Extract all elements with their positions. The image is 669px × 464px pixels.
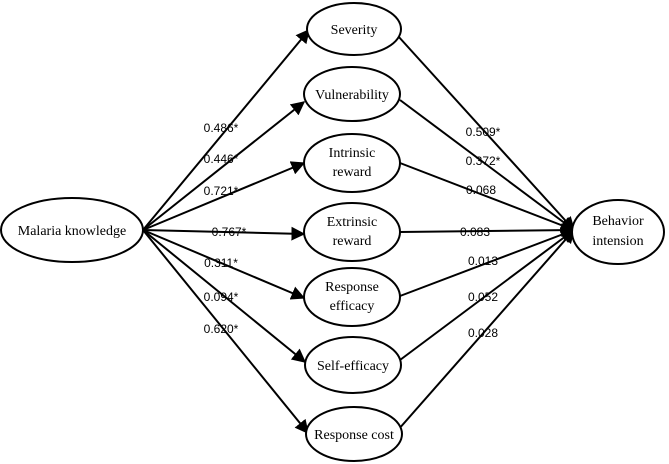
- edge-knowledge-self-efficacy: [142, 229, 307, 363]
- edge-knowledge-response-efficacy: [142, 229, 306, 300]
- node-intrinsic-reward-label-2: reward: [333, 165, 372, 180]
- node-response-efficacy-label-2: efficacy: [330, 299, 375, 314]
- coefficients-to-behavior: 0.509* 0.372* 0.068 0.083 0.013 0.052 0.…: [460, 125, 501, 340]
- coef-severity-behavior: 0.509*: [466, 125, 501, 139]
- edge-knowledge-response-cost: [142, 229, 309, 435]
- node-vulnerability: Vulnerability: [303, 66, 401, 122]
- node-extrinsic-reward-ellipse: [303, 202, 401, 262]
- edge-severity-behavior: [397, 35, 575, 232]
- node-response-cost: Response cost: [305, 406, 403, 462]
- node-vulnerability-ellipse: [303, 66, 401, 122]
- node-intrinsic-reward-ellipse: [303, 133, 401, 193]
- node-response-efficacy: Response efficacy: [303, 267, 401, 327]
- coef-extrinsic-behavior: 0.083: [460, 225, 490, 239]
- edge-self-efficacy-behavior: [399, 229, 576, 361]
- coef-knowledge-extrinsic: 0.767*: [212, 225, 247, 239]
- coef-response-cost-behavior: 0.028: [468, 326, 498, 340]
- node-extrinsic-reward-label-2: reward: [333, 234, 372, 249]
- coef-intrinsic-behavior: 0.068: [466, 183, 496, 197]
- node-response-efficacy-ellipse: [303, 267, 401, 327]
- edge-response-efficacy-behavior: [399, 227, 576, 297]
- node-malaria-knowledge-ellipse: [0, 197, 144, 263]
- edge-knowledge-severity: [142, 28, 310, 231]
- node-severity: Severity: [306, 2, 402, 56]
- edge-knowledge-vulnerability: [142, 101, 306, 231]
- node-extrinsic-reward-label-1: Extrinsic: [327, 215, 378, 230]
- node-vulnerability-label: Vulnerability: [315, 88, 389, 103]
- node-self-efficacy-ellipse: [304, 336, 402, 394]
- coefficients-from-knowledge: 0.486* 0.446* 0.721* 0.767* 0.311* 0.094…: [204, 121, 247, 336]
- node-intrinsic-reward-label-1: Intrinsic: [329, 146, 376, 161]
- node-behavior-intension: Behavior intension: [571, 199, 665, 265]
- edges-from-knowledge: [142, 28, 310, 435]
- node-behavior-intension-ellipse: [571, 199, 665, 265]
- node-severity-ellipse: [306, 2, 402, 56]
- node-extrinsic-reward: Extrinsic reward: [303, 202, 401, 262]
- edge-knowledge-intrinsic: [142, 161, 306, 231]
- node-malaria-knowledge: Malaria knowledge: [0, 197, 144, 263]
- node-response-cost-ellipse: [305, 406, 403, 462]
- coef-knowledge-response-efficacy: 0.311*: [204, 256, 238, 270]
- node-self-efficacy: Self-efficacy: [304, 336, 402, 394]
- coef-knowledge-intrinsic: 0.721*: [204, 184, 239, 198]
- coef-response-efficacy-behavior: 0.013: [468, 254, 498, 268]
- coef-self-efficacy-behavior: 0.052: [468, 290, 498, 304]
- node-intrinsic-reward: Intrinsic reward: [303, 133, 401, 193]
- edge-vulnerability-behavior: [399, 99, 576, 231]
- edge-intrinsic-behavior: [399, 162, 576, 233]
- node-malaria-knowledge-label: Malaria knowledge: [18, 224, 126, 239]
- node-response-cost-label: Response cost: [314, 428, 394, 443]
- coef-knowledge-severity: 0.486*: [204, 121, 239, 135]
- coef-knowledge-response-cost: 0.620*: [204, 322, 239, 336]
- edge-knowledge-extrinsic: [142, 226, 306, 241]
- edges-to-behavior: [397, 35, 576, 431]
- node-response-efficacy-label-1: Response: [325, 280, 379, 295]
- edge-extrinsic-behavior: [399, 223, 576, 238]
- node-behavior-intension-label-1: Behavior: [592, 214, 644, 229]
- node-behavior-intension-label-2: intension: [592, 234, 643, 249]
- node-self-efficacy-label: Self-efficacy: [317, 359, 389, 374]
- edge-response-cost-behavior: [397, 228, 575, 431]
- coef-knowledge-vulnerability: 0.446*: [204, 152, 239, 166]
- coef-vulnerability-behavior: 0.372*: [466, 154, 501, 168]
- node-severity-label: Severity: [331, 23, 378, 38]
- coef-knowledge-self-efficacy: 0.094*: [204, 290, 239, 304]
